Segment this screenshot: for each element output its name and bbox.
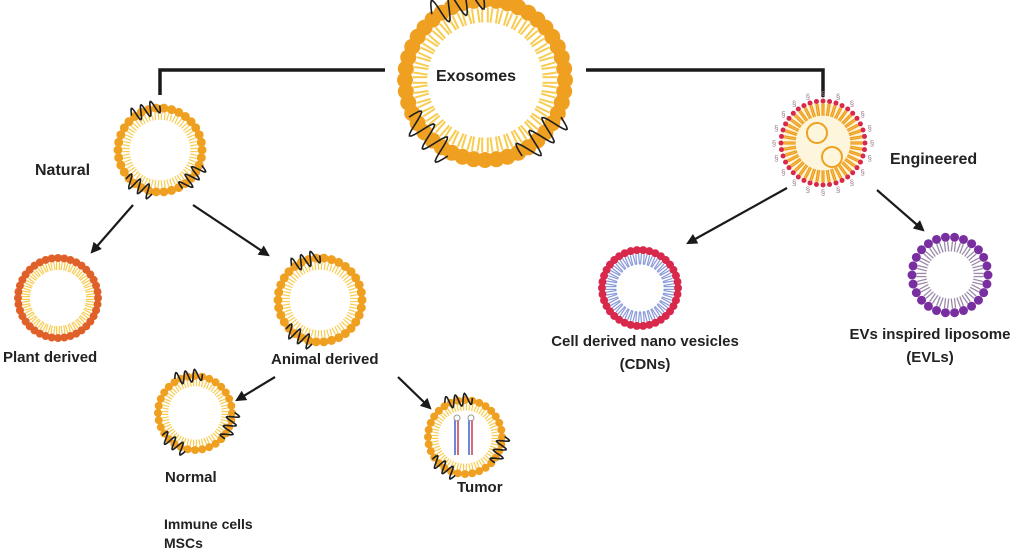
plant-vesicle bbox=[14, 254, 102, 342]
svg-text:§: § bbox=[867, 124, 871, 133]
svg-text:§: § bbox=[850, 99, 854, 108]
svg-text:§: § bbox=[836, 186, 840, 195]
svg-text:§: § bbox=[781, 168, 785, 177]
natural-vesicle bbox=[113, 100, 207, 200]
membrane-protein-icon bbox=[515, 116, 569, 157]
cdn-label-line2: (CDNs) bbox=[619, 356, 671, 373]
svg-text:§: § bbox=[806, 92, 810, 101]
membrane-protein-icon bbox=[429, 0, 486, 23]
inner-vesicle bbox=[806, 122, 828, 144]
svg-text:§: § bbox=[821, 90, 825, 99]
svg-text:§: § bbox=[772, 139, 776, 148]
evl-label-line2: (EVLs) bbox=[906, 349, 954, 366]
membrane-protein-icon bbox=[444, 392, 474, 409]
membrane-protein-icon bbox=[174, 368, 204, 385]
plant-label: Plant derived bbox=[3, 349, 98, 366]
evl-vesicle bbox=[907, 232, 993, 318]
engineered-label: Engineered bbox=[890, 151, 978, 168]
svg-text:§: § bbox=[850, 179, 854, 188]
engineered-vesicle: §§§§§§§§§§§§§§§§§§§§ bbox=[772, 90, 874, 197]
connector-root-natural bbox=[158, 68, 385, 95]
exosome-root-vesicle bbox=[397, 0, 573, 168]
membrane-protein-icon bbox=[219, 411, 241, 440]
cdn-label-line1: Cell derived nano vesicles bbox=[551, 333, 739, 350]
normal-example-mscs: MSCs bbox=[164, 535, 203, 551]
membrane-protein-icon bbox=[431, 454, 456, 480]
svg-text:§: § bbox=[774, 154, 778, 163]
connectors bbox=[158, 68, 825, 97]
normal-label: Normal bbox=[165, 469, 217, 486]
svg-text:§: § bbox=[860, 110, 864, 119]
svg-text:§: § bbox=[792, 99, 796, 108]
arrow-natural-plant bbox=[90, 204, 134, 254]
membrane-protein-icon bbox=[177, 165, 207, 189]
normal-vesicle bbox=[154, 368, 241, 456]
connector-root-engineered bbox=[586, 68, 825, 97]
svg-text:§: § bbox=[806, 186, 810, 195]
vesicles: §§§§§§§§§§§§§§§§§§§§ bbox=[14, 0, 993, 480]
membrane-protein-icon bbox=[125, 172, 153, 200]
arrow-animal-normal bbox=[235, 376, 276, 402]
membrane-protein-icon bbox=[130, 100, 162, 121]
inner-vesicle bbox=[821, 146, 843, 168]
membrane-protein-icon bbox=[290, 250, 322, 271]
arrows bbox=[90, 187, 925, 410]
svg-text:§: § bbox=[774, 124, 778, 133]
arrow-animal-tumor bbox=[397, 376, 432, 410]
svg-text:§: § bbox=[867, 154, 871, 163]
svg-text:§: § bbox=[870, 139, 874, 148]
tumor-label: Tumor bbox=[457, 479, 503, 496]
membrane-protein-icon bbox=[161, 430, 186, 456]
animal-vesicle bbox=[273, 250, 367, 350]
normal-example-immune: Immune cells bbox=[164, 516, 253, 532]
arrow-natural-animal bbox=[192, 204, 270, 257]
svg-text:§: § bbox=[821, 188, 825, 197]
tumor-vesicle bbox=[424, 392, 511, 480]
membrane-protein-icon bbox=[285, 322, 313, 350]
animal-label: Animal derived bbox=[271, 351, 379, 368]
cdn-vesicle bbox=[598, 246, 682, 330]
membrane-protein-icon bbox=[489, 435, 511, 464]
root-label: Exosomes bbox=[436, 68, 517, 85]
svg-text:§: § bbox=[836, 92, 840, 101]
svg-text:§: § bbox=[792, 179, 796, 188]
natural-label: Natural bbox=[35, 162, 91, 179]
arrow-engineered-cdn bbox=[686, 187, 788, 245]
svg-text:§: § bbox=[781, 110, 785, 119]
evl-label-line1: EVs inspired liposome bbox=[849, 326, 1011, 343]
svg-text:§: § bbox=[860, 168, 864, 177]
membrane-protein-icon bbox=[408, 110, 449, 164]
arrow-engineered-evl bbox=[876, 189, 925, 232]
